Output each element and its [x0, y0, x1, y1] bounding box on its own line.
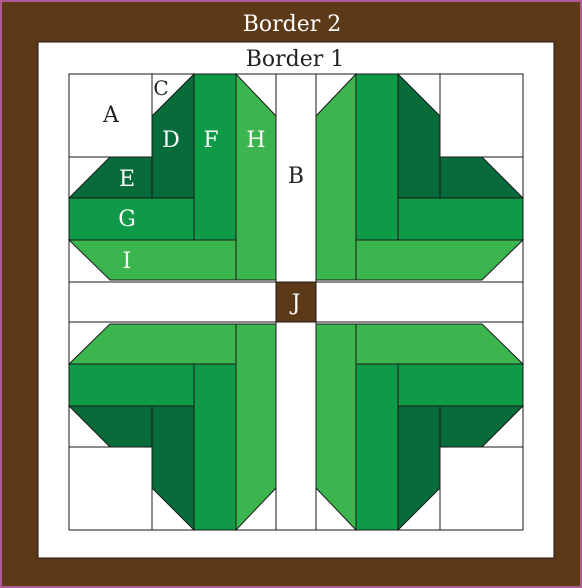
- label-a: A: [102, 103, 120, 128]
- label-g: G: [118, 207, 136, 232]
- border-2-label: Border 2: [243, 12, 342, 37]
- label-f: F: [203, 128, 218, 153]
- label-e: E: [119, 167, 135, 192]
- patch-f: [194, 74, 236, 240]
- leaf-quadrant-template: [69, 74, 276, 280]
- label-j: J: [290, 291, 301, 316]
- label-b: B: [288, 164, 304, 189]
- label-i: I: [123, 249, 132, 274]
- label-d: D: [162, 128, 180, 153]
- label-c: C: [153, 76, 168, 100]
- border-1-label: Border 1: [246, 47, 345, 72]
- label-h: H: [246, 128, 265, 153]
